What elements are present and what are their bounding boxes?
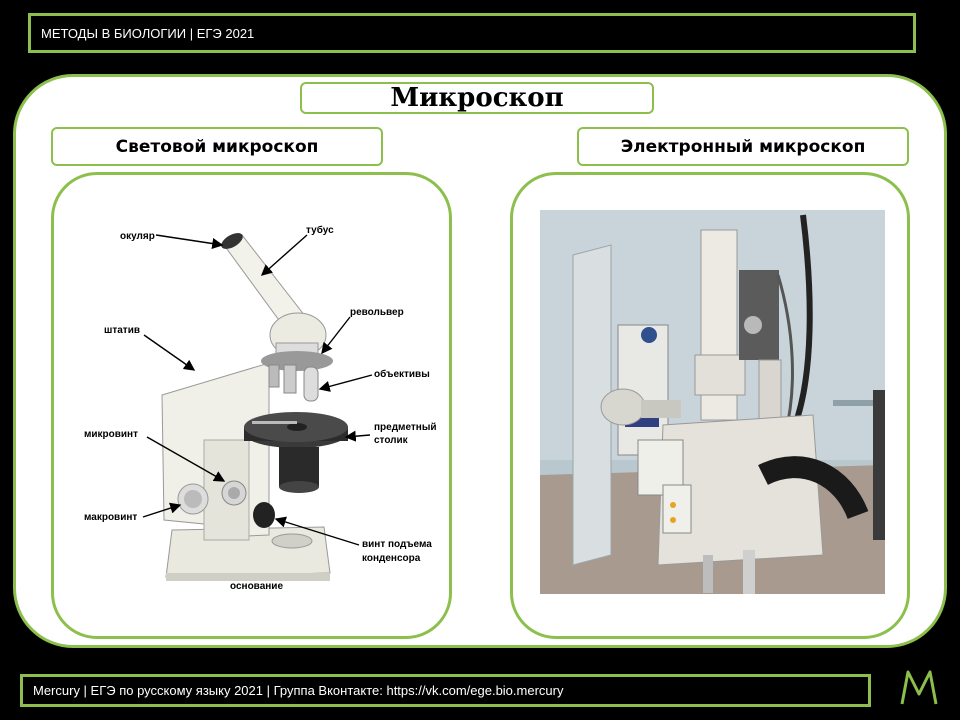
condenser-arrow xyxy=(274,516,360,546)
electron-microscope-photo xyxy=(540,210,885,594)
header-text: МЕТОДЫ В БИОЛОГИИ | ЕГЭ 2021 xyxy=(41,25,255,41)
label-condenser-line1: винт подъема xyxy=(362,539,432,550)
microscope-stand-shape xyxy=(161,362,275,541)
footer-bar: Mercury | ЕГЭ по русскому языку 2021 | Г… xyxy=(20,674,871,707)
label-revolver: револьвер xyxy=(350,307,404,318)
label-base: основание xyxy=(230,581,283,592)
macro-screw-arrow xyxy=(142,502,182,518)
electron-microscope-panel xyxy=(510,172,910,639)
microscope-tube-shape xyxy=(221,233,333,402)
label-objectives: объективы xyxy=(374,368,430,380)
electron-microscope-heading-text: Электронный микроскоп xyxy=(620,136,866,157)
label-ocular: окуляр xyxy=(120,231,155,242)
micro-screw-arrow xyxy=(146,436,226,482)
microscope-stage-shape xyxy=(244,412,348,493)
slide-title-text: Микроскоп xyxy=(390,83,564,113)
label-stage-line1: предметный xyxy=(374,422,437,433)
label-macro-screw: макровинт xyxy=(84,512,137,523)
label-tube: тубус xyxy=(306,224,334,236)
ocular-arrow xyxy=(155,234,224,250)
light-microscope-heading-text: Световой микроскоп xyxy=(115,136,319,157)
footer-text: Mercury | ЕГЭ по русскому языку 2021 | Г… xyxy=(33,683,564,698)
tube-arrow xyxy=(260,234,308,276)
light-microscope-heading: Световой микроскоп xyxy=(51,127,383,166)
label-stand: штатив xyxy=(104,325,140,336)
header-bar: МЕТОДЫ В БИОЛОГИИ | ЕГЭ 2021 xyxy=(28,13,916,53)
electron-microscope-heading: Электронный микроскоп xyxy=(577,127,909,166)
label-condenser-line2: конденсора xyxy=(362,553,421,564)
label-micro-screw: микровинт xyxy=(84,429,138,440)
stand-arrow xyxy=(143,334,196,371)
mercury-m-logo-icon xyxy=(896,664,942,710)
objectives-arrow xyxy=(318,374,373,392)
label-stage-line2: столик xyxy=(374,435,409,446)
slide-title: Микроскоп xyxy=(300,82,654,114)
stage-arrow xyxy=(344,430,371,442)
light-microscope-panel: окуляр тубус штатив револьвер объективы … xyxy=(51,172,452,639)
light-microscope-diagram: окуляр тубус штатив револьвер объективы … xyxy=(84,224,437,592)
revolver-arrow xyxy=(321,316,351,355)
